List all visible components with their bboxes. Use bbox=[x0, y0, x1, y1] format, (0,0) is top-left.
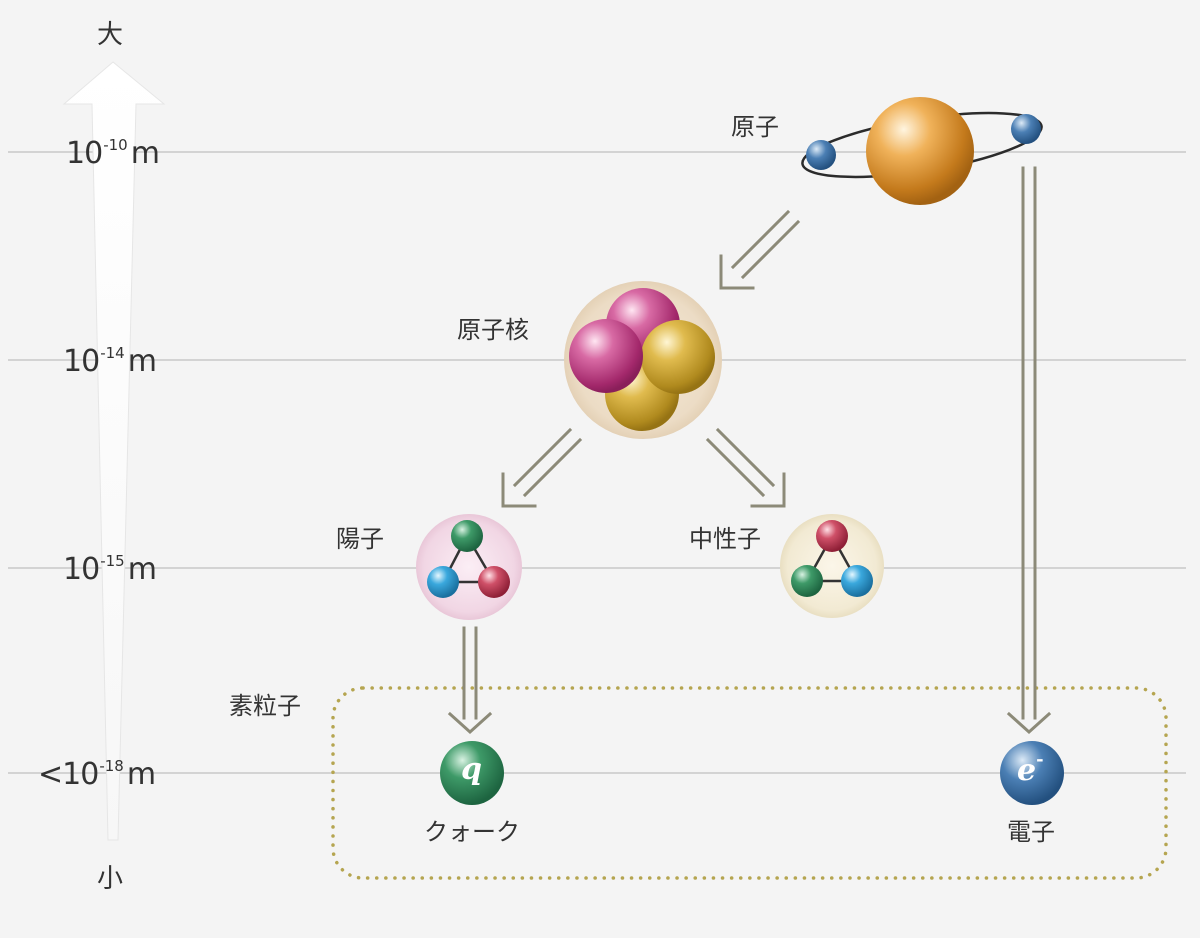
quark-symbol: q bbox=[461, 752, 482, 787]
axis-top-label: 大 bbox=[97, 20, 124, 50]
neutron-illustration bbox=[780, 514, 884, 618]
electron-sphere bbox=[1000, 741, 1064, 805]
electron-symbol: e- bbox=[1017, 749, 1044, 788]
neutron-label: 中性子 bbox=[689, 525, 761, 553]
atom-label: 原子 bbox=[731, 113, 779, 141]
electron-label: 電子 bbox=[1007, 818, 1055, 846]
arrow-atom-to-electron bbox=[1006, 166, 1052, 735]
scale-gridlines bbox=[8, 151, 1186, 774]
elementary-particle-box bbox=[331, 686, 1168, 880]
quark-sphere bbox=[440, 741, 504, 805]
size-arrow bbox=[62, 61, 166, 841]
quark-label: クォーク bbox=[424, 818, 520, 846]
arrow-nucleus-to-neutron bbox=[705, 427, 786, 508]
elementary-particle-label: 素粒子 bbox=[229, 692, 301, 720]
proton-illustration bbox=[416, 514, 522, 620]
arrow-atom-to-nucleus bbox=[719, 209, 801, 290]
nucleus-label: 原子核 bbox=[457, 316, 529, 344]
arrow-nucleus-to-proton bbox=[501, 427, 583, 508]
proton-label: 陽子 bbox=[336, 525, 384, 553]
arrow-proton-to-quark bbox=[447, 626, 493, 735]
nucleus-illustration bbox=[564, 281, 722, 439]
axis-bottom-label: 小 bbox=[97, 864, 124, 894]
atom-illustration bbox=[801, 97, 1043, 205]
